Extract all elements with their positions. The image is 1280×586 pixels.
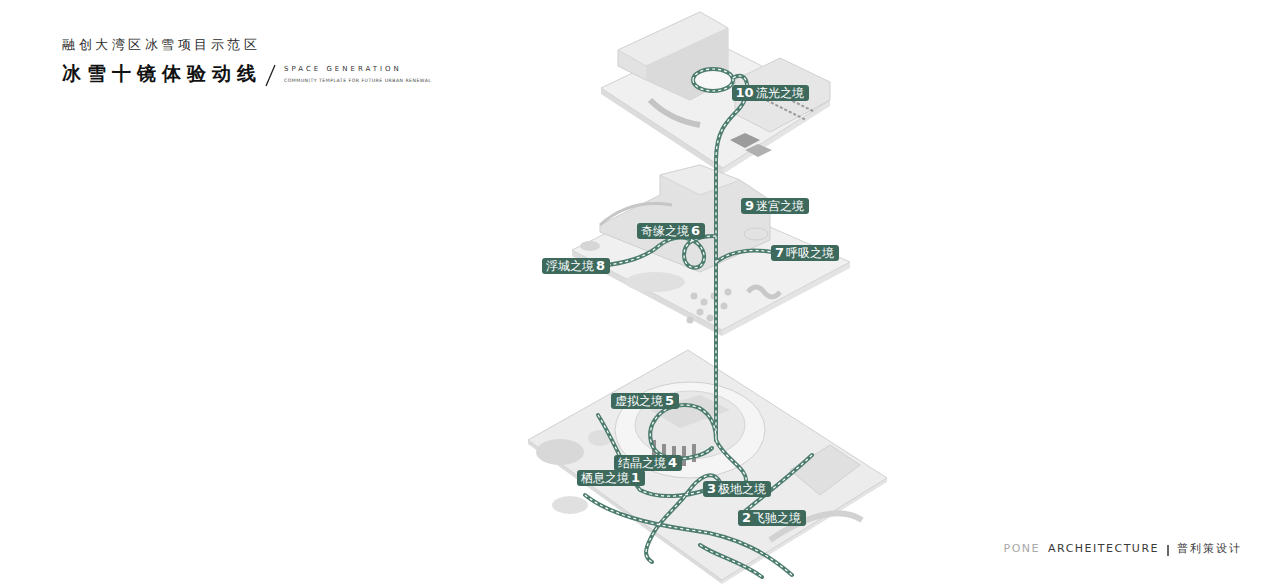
window-strip (762, 98, 806, 120)
callout-number: 5 (665, 394, 674, 408)
tagline-en: COMMUNITY TEMPLATE FOR FUTURE URBAN RENE… (284, 78, 431, 83)
station-name: 流光之境 (756, 86, 804, 100)
dark-stripe (682, 446, 686, 466)
tree (701, 299, 708, 306)
station-name: 极地之境 (718, 482, 766, 496)
callout-number: 6 (691, 224, 700, 238)
callout-number: 3 (707, 482, 716, 496)
ground-blob (536, 439, 584, 465)
station-tag: 结晶之境4 (614, 455, 682, 471)
callout-number: 10 (736, 86, 754, 100)
tree (707, 315, 714, 322)
station-name: 结晶之境 (618, 456, 666, 470)
tree (687, 317, 694, 324)
station-tag: 3极地之境 (703, 481, 771, 497)
route-dash (600, 236, 716, 268)
ground-blob (552, 496, 588, 514)
dark-block (745, 144, 772, 157)
route-dash (716, 76, 747, 440)
route-track (650, 405, 716, 459)
callout-number: 2 (742, 511, 751, 525)
station-tag: 奇缘之境6 (637, 223, 705, 239)
brand-separator (1167, 545, 1169, 556)
station-tag: 栖息之境1 (577, 470, 645, 486)
station-tag: 浮城之境8 (542, 258, 610, 274)
route-dash (650, 405, 716, 459)
side-building (790, 445, 860, 495)
route-dash (716, 250, 772, 262)
station-tag: 2飞驰之境 (738, 510, 806, 526)
tree (725, 289, 732, 296)
station-tag: 7呼吸之境 (771, 245, 839, 261)
tree (697, 309, 704, 316)
callout-number: 1 (631, 471, 640, 485)
station-name: 呼吸之境 (786, 246, 834, 260)
building-mass (600, 165, 770, 272)
station-name: 虚拟之境 (615, 394, 663, 408)
plaza-oval (625, 272, 685, 292)
callout-number: 7 (775, 246, 784, 260)
station-tag: 虚拟之境5 (611, 393, 679, 409)
diagram-title: 冰雪十镜体验动线 (62, 63, 262, 85)
dark-stripe (692, 444, 696, 462)
brand-word: ARCHEITECTURE (1048, 543, 1159, 556)
station-tag: 9迷宫之境 (741, 198, 809, 214)
callout-number: 9 (745, 199, 754, 213)
route-dash (693, 69, 733, 91)
station-name: 奇缘之境 (641, 224, 689, 238)
pond (580, 241, 600, 251)
spiral-tower (691, 68, 735, 92)
project-name: 融创大湾区冰雪项目示范区 (62, 38, 260, 53)
route-track (585, 495, 792, 575)
building-roof (660, 165, 740, 195)
landscape-curve (748, 287, 780, 297)
station-name: 飞驰之境 (753, 511, 801, 525)
route-track (716, 250, 772, 262)
tree (721, 303, 728, 310)
floor-slab (528, 350, 887, 580)
station-name: 浮城之境 (546, 259, 594, 273)
curved-facade (600, 204, 672, 225)
brand-name: 普利策设计 (1177, 543, 1242, 556)
tree (691, 293, 698, 300)
route-dash (700, 545, 762, 577)
building-mass (735, 58, 830, 132)
route-track (600, 236, 716, 268)
curved-wall (650, 100, 700, 125)
callout-number: 8 (596, 259, 605, 273)
station-name: 迷宫之境 (756, 199, 804, 213)
station-name: 栖息之境 (581, 471, 629, 485)
route-track (693, 69, 733, 91)
route-track (700, 545, 762, 577)
route-dash (585, 495, 792, 575)
round-hall (615, 382, 765, 478)
brand-word: PONE (1004, 543, 1040, 556)
title-slash (266, 65, 275, 86)
callout-number: 4 (668, 456, 677, 470)
subtitle-en: SPACE GENERATION (284, 65, 402, 73)
ring (744, 228, 768, 240)
station-tag: 10流光之境 (732, 85, 809, 101)
